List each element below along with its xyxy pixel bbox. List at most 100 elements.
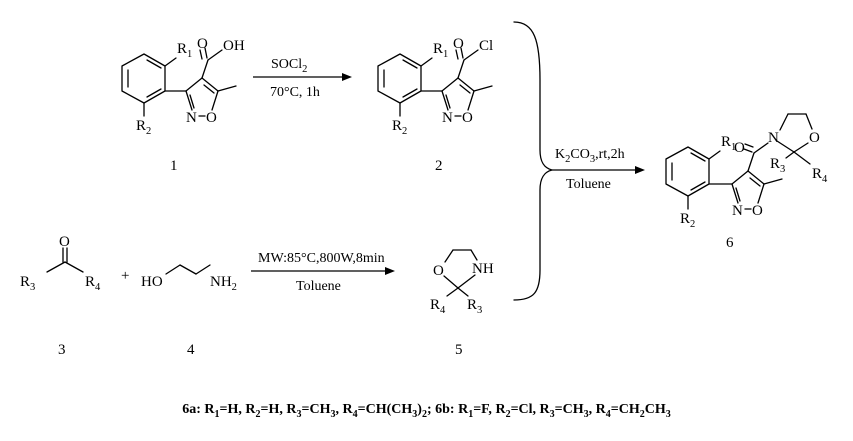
reagent-k: K — [555, 147, 565, 162]
step3-reagent: K2CO3,rt,2h — [555, 147, 625, 165]
r-label: R — [286, 402, 297, 417]
compound-6: R1 R2 O N O R3 R4 N O 6 — [665, 113, 828, 251]
compound-6-number: 6 — [726, 235, 734, 251]
compound-6-carbonyl-o: O — [734, 140, 745, 156]
step3-solvent: Toluene — [566, 177, 611, 192]
value-subscript: 3 — [412, 408, 418, 420]
compound-2-ring-n: N — [442, 110, 453, 126]
r-subscript: 2 — [255, 408, 261, 420]
r-label: R — [342, 402, 353, 417]
compound-5-number: 5 — [455, 342, 463, 358]
compound-1-bonds — [121, 47, 237, 117]
reaction-arrow-1: SOCl2 70°C, 1h — [253, 57, 352, 100]
compound-3: O R3 R4 3 — [20, 234, 101, 358]
r-subscript: 4 — [822, 174, 828, 185]
r-label: R — [539, 402, 550, 417]
r-label: R — [721, 134, 731, 150]
compound-6-o: O — [809, 130, 820, 146]
compound-6-n: N — [768, 130, 779, 146]
compound-1-ring-n: N — [186, 110, 197, 126]
r-value: =H, — [260, 402, 287, 417]
compound-6-r4: R4 — [812, 166, 828, 185]
r-label: R — [392, 118, 402, 134]
compound-5-nh: NH — [472, 261, 494, 277]
caption-6a-r3: R3=CH3, — [286, 402, 343, 420]
converging-bracket — [513, 21, 553, 301]
compound-4-nh2: NH2 — [210, 274, 237, 293]
reagent-rest: ,rt,2h — [595, 147, 625, 162]
compound-2-ring-o: O — [462, 110, 473, 126]
compound-6-ring-n: N — [732, 203, 743, 219]
compound-1-ring-o: O — [206, 110, 217, 126]
compound-6-r2: R2 — [680, 211, 695, 230]
compound-5-bonds — [443, 249, 478, 297]
compound-5-o: O — [433, 263, 444, 279]
value-subscript: 3 — [330, 408, 336, 420]
r-subscript: 2 — [505, 408, 511, 420]
r-tail: , — [335, 402, 343, 417]
r-value: =CH — [554, 402, 584, 417]
compound-2: R1 R2 O Cl N O 2 — [377, 36, 493, 174]
r-subscript: 2 — [146, 126, 151, 137]
value-subscript: 3 — [583, 408, 589, 420]
r-value: =F, — [473, 402, 496, 417]
plus-sign: + — [121, 268, 129, 284]
r-subscript: 4 — [605, 408, 611, 420]
caption-6a-r1: R1=H, — [204, 402, 245, 420]
r-subscript: 1 — [443, 49, 448, 60]
r-label: R — [85, 274, 95, 290]
compound-2-r1: R1 — [433, 41, 448, 60]
r-value: =Cl, — [510, 402, 540, 417]
reagent-text: SOCl — [271, 57, 302, 72]
r-label: R — [430, 297, 440, 313]
step2-conditions: MW:85°C,800W,8min — [258, 251, 385, 266]
compound-6-ring-o: O — [752, 203, 763, 219]
compound-2-number: 2 — [435, 158, 443, 174]
value-subscript: 2 — [639, 408, 645, 420]
r-label: R — [433, 41, 443, 57]
compound-5-r4: R4 — [430, 297, 446, 316]
compound-4: HO NH2 4 — [141, 264, 237, 358]
reagent-subscript: 2 — [302, 64, 307, 75]
r-label: R — [458, 402, 469, 417]
r-subscript: 3 — [296, 408, 302, 420]
r-subscript: 1 — [214, 408, 220, 420]
r-subscript: 2 — [690, 219, 695, 230]
compound-3-r3: R3 — [20, 274, 35, 293]
compound-3-number: 3 — [58, 342, 66, 358]
r-subscript: 1 — [731, 142, 736, 153]
r-value: =CH — [610, 402, 640, 417]
reaction-arrow-3: K2CO3,rt,2h Toluene — [552, 147, 645, 192]
tail-subscript: 2 — [421, 408, 427, 420]
r-subscript: 3 — [549, 408, 555, 420]
r-label: R — [467, 297, 477, 313]
compound-6-r1: R1 — [721, 134, 736, 153]
step1-reagent: SOCl2 — [271, 57, 307, 75]
compound-6-r3: R3 — [770, 156, 785, 175]
compound-1-number: 1 — [170, 158, 178, 174]
compound-2-bonds — [377, 47, 493, 117]
caption-6b-r2: R2=Cl, — [495, 402, 540, 420]
compound-2-cl: Cl — [479, 38, 493, 54]
caption-6a-r2: R2=H, — [245, 402, 287, 420]
r-subscript: 3 — [30, 282, 35, 293]
r-label: R — [595, 402, 606, 417]
compound-3-r4: R4 — [85, 274, 101, 293]
r-tail: , — [588, 402, 596, 417]
r-label: R — [812, 166, 822, 182]
r-label: R — [770, 156, 780, 172]
r-label: R — [177, 41, 187, 57]
caption-6b-r3: R3=CH3, — [539, 402, 596, 420]
r-subscript: 1 — [187, 49, 192, 60]
step1-conditions: 70°C, 1h — [270, 85, 320, 100]
compound-1-r2: R2 — [136, 118, 151, 137]
compound-3-o: O — [59, 234, 70, 250]
compound-4-ho: HO — [141, 274, 163, 290]
r-label: R — [204, 402, 215, 417]
compound-4-bonds — [165, 264, 211, 275]
compound-5: O NH R4 R3 5 — [430, 249, 494, 358]
compound-5-r3: R3 — [467, 297, 482, 316]
r-label: R — [136, 118, 146, 134]
r-label: R — [20, 274, 30, 290]
